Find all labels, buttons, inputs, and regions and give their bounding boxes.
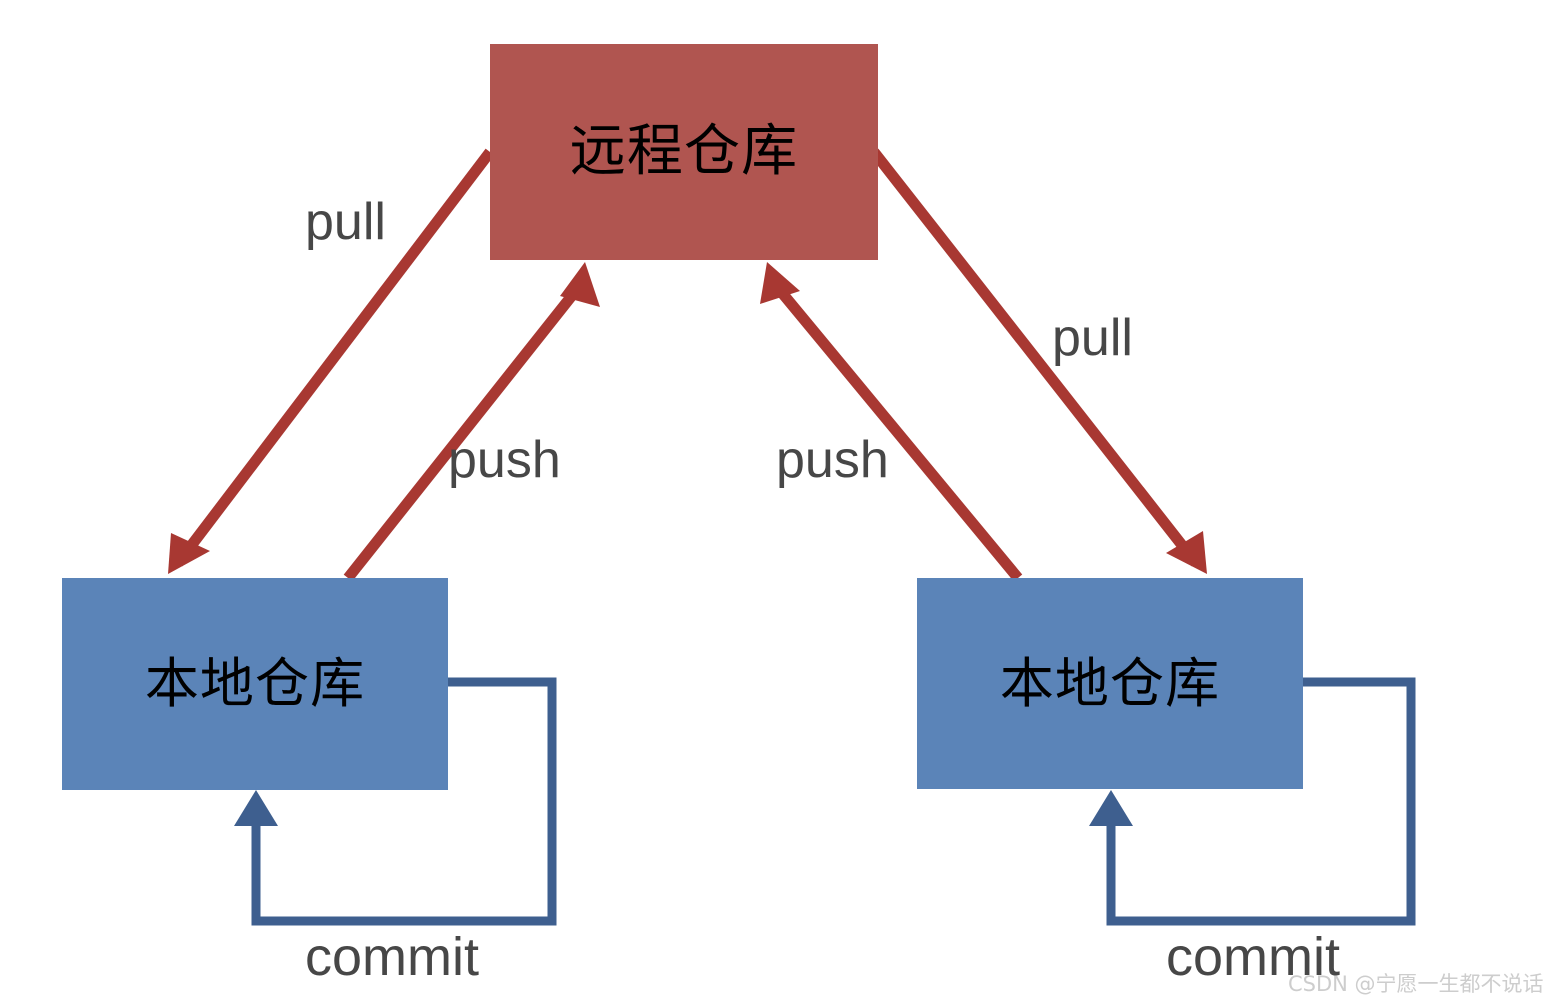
- edge-pull-right: [869, 148, 1207, 574]
- edge-label-pull-right: pull: [1052, 309, 1133, 367]
- edge-label-commit-left: commit: [305, 927, 479, 987]
- edge-label-commit-right: commit: [1166, 927, 1340, 987]
- edge-label-pull-left: pull: [305, 193, 386, 251]
- node-remote-repository-label: 远程仓库: [569, 119, 799, 184]
- node-local-repository-left-label: 本地仓库: [144, 652, 366, 715]
- edge-label-push-left: push: [448, 431, 561, 489]
- node-local-repository-right-label: 本地仓库: [999, 651, 1221, 715]
- commit-right-arrowhead: [1089, 790, 1133, 826]
- watermark: CSDN @宁愿一生都不说话: [1288, 972, 1544, 996]
- node-remote-repository[interactable]: 远程仓库: [490, 44, 878, 260]
- edge-label-push-right: push: [776, 431, 889, 489]
- commit-left-arrowhead: [234, 790, 278, 826]
- edge-push-right: [760, 262, 1023, 582]
- node-local-repository-left[interactable]: 本地仓库: [62, 578, 448, 790]
- node-local-repository-right[interactable]: 本地仓库: [917, 578, 1303, 789]
- edge-push-left: [343, 262, 600, 582]
